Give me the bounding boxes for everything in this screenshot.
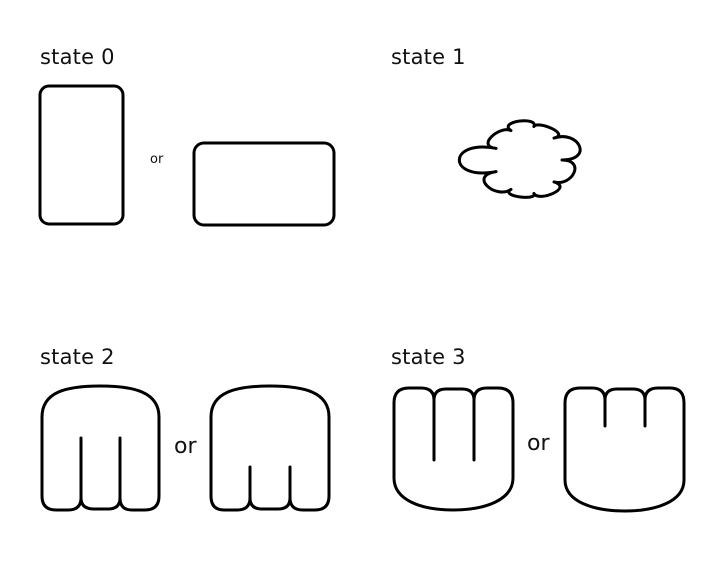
state-1-flower-shape xyxy=(457,119,582,199)
state-3-or-separator: or xyxy=(527,431,550,456)
state-3-label: state 3 xyxy=(391,345,466,369)
state-2-or-separator: or xyxy=(174,434,197,459)
state-2-shape-b-outline xyxy=(209,384,331,512)
state-2-label: state 2 xyxy=(40,345,115,369)
state-3-shape-a-outline xyxy=(392,386,515,512)
state-0-label: state 0 xyxy=(40,45,115,69)
state-0-tall-rectangle xyxy=(38,84,125,226)
state-2-shape-a-outline xyxy=(40,384,161,512)
state-1-label: state 1 xyxy=(391,45,466,69)
state-3-shape-b-outline xyxy=(563,386,686,513)
state-0-or-separator: or xyxy=(150,152,164,167)
state-0-wide-rectangle xyxy=(192,141,336,227)
